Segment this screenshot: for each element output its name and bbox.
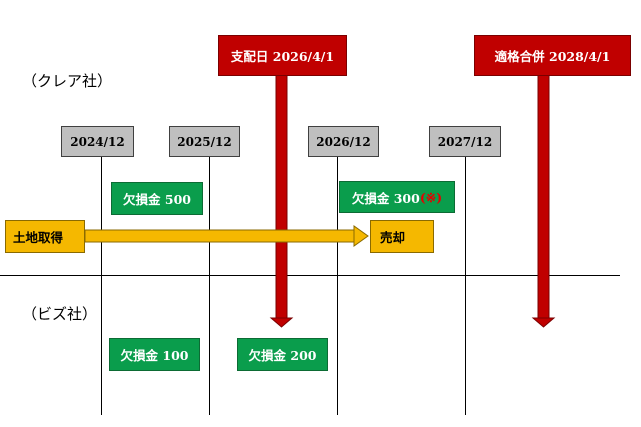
clair-loss-300-note: (※) [419, 189, 443, 205]
year-box-2024: 2024/12 [61, 126, 134, 157]
merger-date-arrow [531, 73, 556, 328]
year-line-2025 [209, 155, 210, 415]
clair-loss-300-label: 欠損金 300 [351, 190, 420, 206]
year-box-2027: 2027/12 [429, 126, 501, 157]
land-acquisition-box: 土地取得 [5, 220, 85, 253]
dividend-date-arrow [269, 73, 294, 328]
sale-box: 売却 [370, 220, 434, 253]
year-box-2026: 2026/12 [308, 126, 379, 157]
biz-company-label: （ビズ社） [22, 305, 98, 323]
biz-loss-200: 欠損金 200 [237, 338, 328, 371]
clair-loss-500: 欠損金 500 [111, 182, 203, 215]
year-box-2025: 2025/12 [169, 126, 240, 157]
company-divider [0, 275, 620, 276]
clair-company-label: （クレア社） [22, 72, 113, 90]
biz-loss-100: 欠損金 100 [109, 338, 200, 371]
dividend-date-box: 支配日 2026/4/1 [218, 35, 347, 76]
clair-loss-300: 欠損金 300(※) [339, 181, 455, 213]
year-line-2027 [465, 155, 466, 415]
year-line-2024 [101, 155, 102, 415]
merger-date-box: 適格合併 2028/4/1 [474, 35, 631, 76]
land-to-sale-arrow [84, 225, 369, 247]
year-line-2026 [337, 155, 338, 415]
